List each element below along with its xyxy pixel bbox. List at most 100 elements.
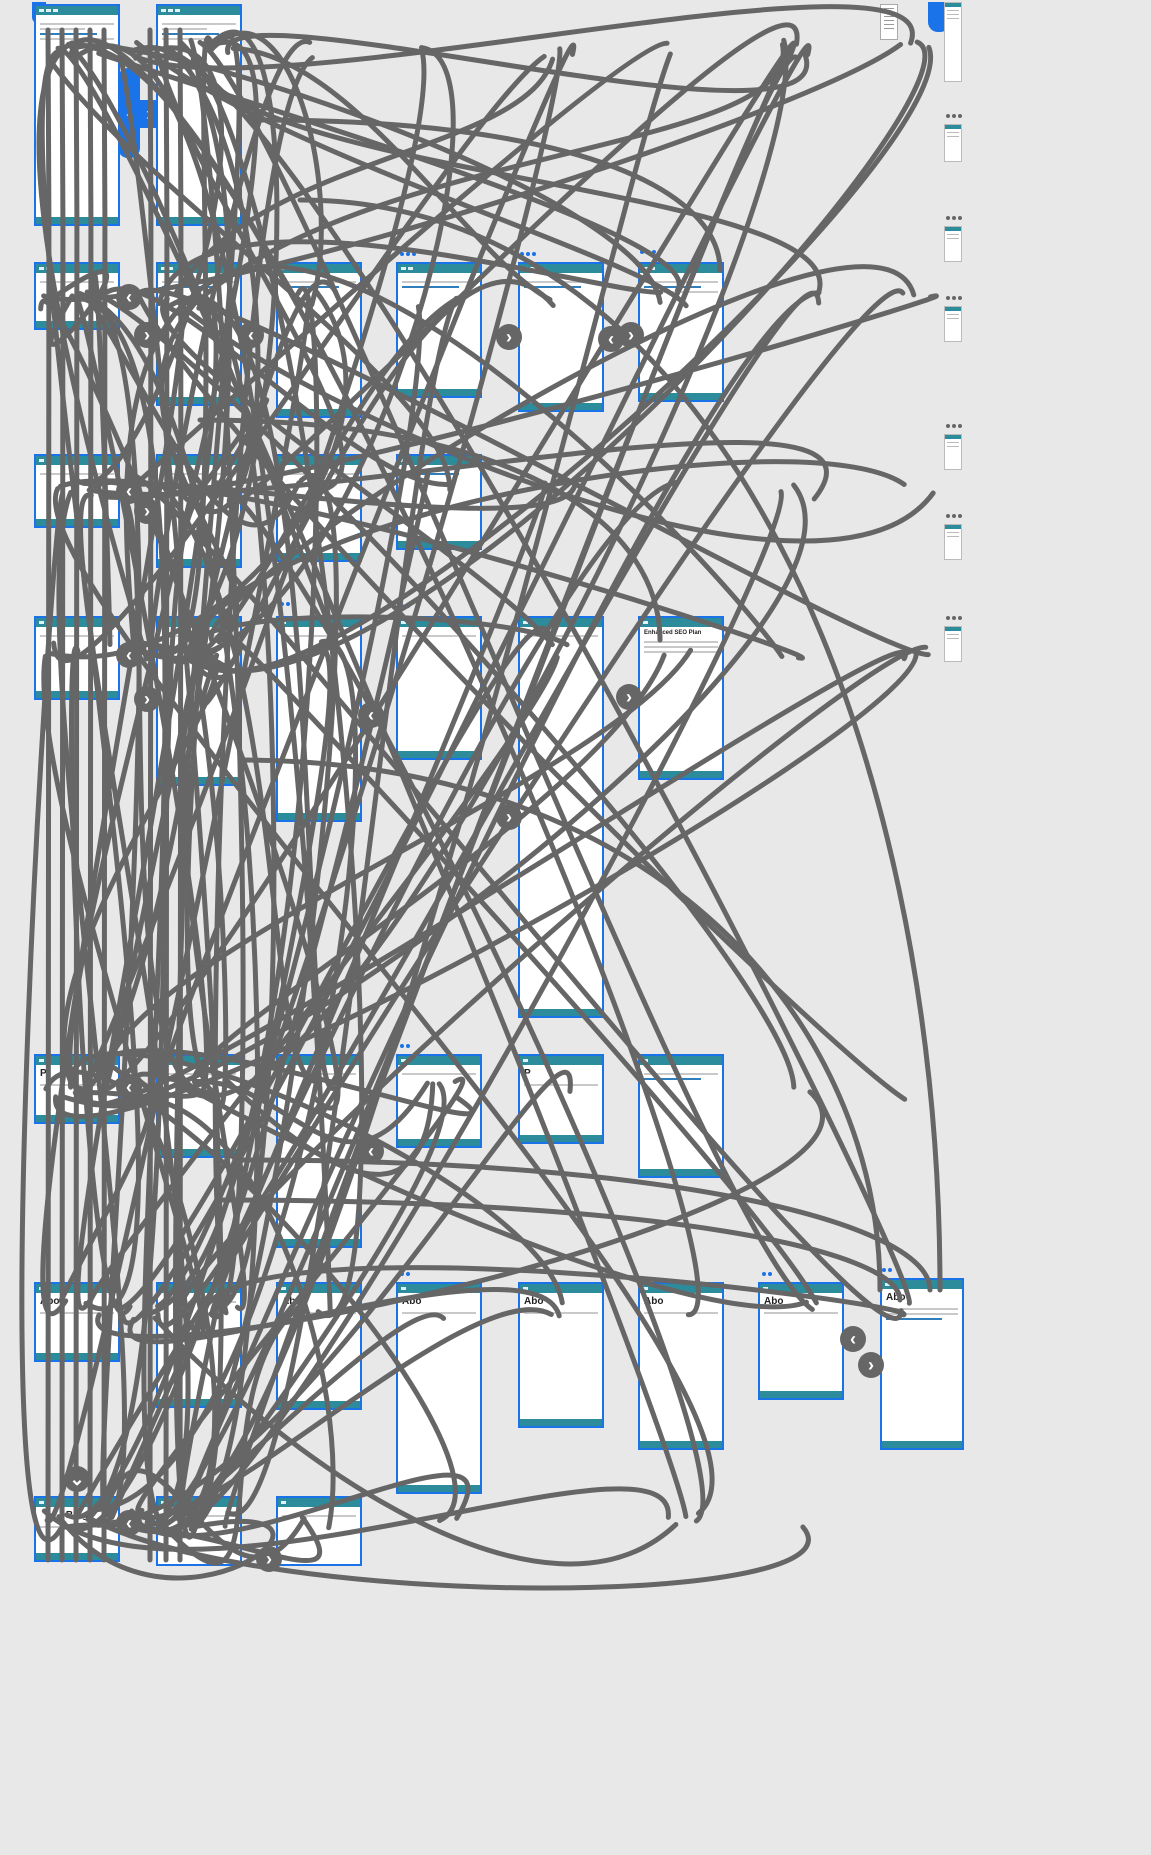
frame-title: Abo [644,1296,664,1307]
prev-arrow-button[interactable]: ‹ [116,1074,142,1100]
frame-title [278,1065,360,1070]
frame-title: Abo [886,1292,906,1303]
prev-arrow-button[interactable]: ‹ [238,322,264,348]
page-frame-about[interactable]: Abo [880,1278,964,1450]
page-frame[interactable] [396,262,482,398]
more-dots-icon[interactable] [280,602,296,608]
next-arrow-button[interactable]: › [256,1546,282,1572]
flow-link [92,480,229,1109]
side-thumbnail[interactable] [944,226,962,262]
side-thumbnail[interactable] [944,124,962,162]
side-thumbnail[interactable] [944,524,962,560]
page-frame[interactable] [396,1054,482,1148]
down-arrow-button[interactable]: ⌄ [64,1466,90,1492]
frame-title [398,627,480,632]
page-frame[interactable] [34,454,120,528]
next-arrow-button[interactable]: › [496,324,522,350]
page-frame[interactable] [156,262,242,406]
prev-arrow-button[interactable]: ‹ [116,642,142,668]
flow-link [120,493,215,1095]
more-dots-icon[interactable] [946,616,964,620]
next-arrow-button[interactable]: › [496,804,522,830]
more-dots-icon[interactable] [882,1268,898,1274]
page-frame[interactable] [518,616,604,1018]
more-dots-icon[interactable] [946,216,964,220]
side-thumbnail[interactable] [944,626,962,662]
frame-title [520,627,602,632]
more-dots-icon[interactable] [946,424,964,428]
flow-link [72,482,808,1107]
page-frame[interactable] [396,454,482,550]
page-frame[interactable] [276,1054,362,1248]
page-frame-blog[interactable] [276,1496,362,1566]
page-frame-home-a[interactable] [34,4,120,226]
page-frame[interactable] [276,454,362,562]
prev-arrow-button[interactable]: ‹ [358,702,384,728]
page-frame-about[interactable]: Abo [276,1282,362,1410]
more-dots-icon[interactable] [400,1272,416,1278]
side-thumbnail[interactable] [944,306,962,342]
page-frame-about[interactable]: Abo [34,1282,120,1362]
frame-title: Abo [282,1296,302,1307]
next-arrow-button[interactable]: › [134,498,160,524]
page-frame[interactable]: Enhanced SEO Plan [638,616,724,780]
prev-arrow-button[interactable]: ‹ [358,1138,384,1164]
page-frame[interactable] [638,262,724,402]
minimap[interactable] [880,4,898,40]
page-frame-about[interactable] [156,1282,242,1408]
page-frame-about[interactable]: Abo [518,1282,604,1428]
frame-title [158,1507,240,1512]
page-frame[interactable]: Pr [34,1054,120,1124]
page-frame[interactable] [638,1054,724,1178]
frame-title [36,15,118,20]
next-arrow-button[interactable]: › [618,322,644,348]
more-dots-icon[interactable] [400,1044,416,1050]
frame-title: Abo [764,1296,784,1307]
page-frame-about[interactable]: Abo [638,1282,724,1450]
frame-title [398,465,480,470]
page-frame[interactable] [276,262,362,418]
prev-page-button[interactable]: ‹ [118,100,140,128]
page-frame[interactable] [156,454,242,568]
more-dots-icon[interactable] [640,250,656,256]
frame-title [158,627,240,632]
more-dots-icon[interactable] [520,252,536,258]
flow-link [190,56,823,299]
next-arrow-button[interactable]: › [134,686,160,712]
side-thumbnail[interactable] [944,2,962,82]
prev-arrow-button[interactable]: ‹ [840,1326,866,1352]
page-frame[interactable]: P [518,1054,604,1144]
page-frame-about[interactable]: Abo [396,1282,482,1494]
frame-title [158,1293,240,1298]
next-arrow-button[interactable]: › [134,322,160,348]
more-dots-icon[interactable] [400,604,416,610]
more-dots-icon[interactable] [946,114,964,118]
frame-title: Blog [65,1510,89,1521]
side-thumbnail[interactable] [944,434,962,470]
page-frame[interactable] [156,1054,242,1158]
page-frame-home-b[interactable] [156,4,242,226]
flow-link [131,4,915,71]
frame-title: Pr [40,1068,51,1079]
more-dots-icon[interactable] [400,252,416,258]
page-frame-about[interactable]: Abo [758,1282,844,1400]
page-frame[interactable] [396,616,482,760]
frame-title [640,273,722,278]
next-arrow-button[interactable]: › [616,684,642,710]
next-arrow-button[interactable]: › [858,1352,884,1378]
prev-arrow-button[interactable]: ‹ [116,1510,142,1536]
page-frame-blog[interactable]: Blog [34,1496,120,1562]
prev-arrow-button[interactable]: ‹ [116,478,142,504]
flow-link [181,37,789,1099]
page-frame[interactable] [276,616,362,822]
more-dots-icon[interactable] [946,514,964,518]
more-dots-icon[interactable] [946,296,964,300]
page-frame[interactable] [34,262,120,330]
more-dots-icon[interactable] [762,1272,778,1278]
prev-arrow-button[interactable]: ‹ [116,284,142,310]
page-frame-blog[interactable] [156,1496,242,1566]
page-frame[interactable] [518,262,604,412]
page-frame[interactable] [34,616,120,700]
page-frame[interactable] [156,616,242,786]
